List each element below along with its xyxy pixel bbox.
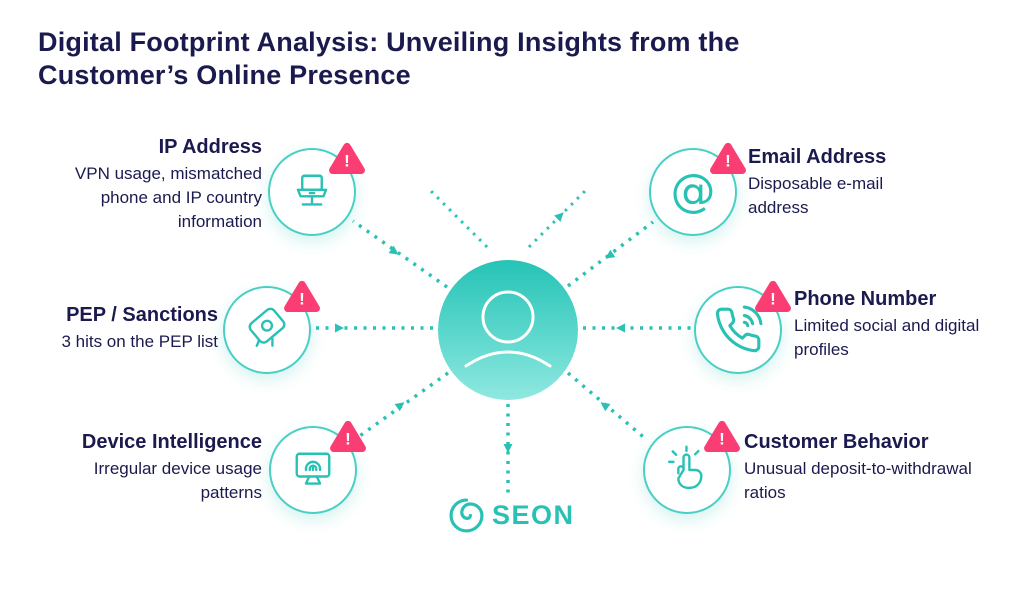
at-sign-icon: @ — [670, 163, 716, 217]
arrow-down — [503, 444, 513, 453]
alert-badge-symbol: ! — [344, 152, 350, 171]
connector-ip — [351, 219, 449, 289]
alert-badge-icon: ! — [330, 420, 366, 453]
arrow-phone — [616, 323, 625, 333]
arrow-ip — [388, 245, 399, 255]
connector-customer — [566, 371, 649, 442]
node-circle-ip-address: ! — [268, 142, 365, 236]
text-block-pep-sanctions: PEP / Sanctions 3 hits on the PEP list — [18, 302, 218, 354]
seon-logo-text: SEON — [492, 500, 575, 530]
text-block-ip-address: IP Address VPN usage, mismatched phone a… — [62, 134, 262, 234]
alert-badge-icon: ! — [755, 280, 791, 313]
node-circle-device-intelligence: ! — [269, 420, 366, 514]
text-block-customer-behavior: Customer Behavior Unusual deposit-to-wit… — [744, 429, 974, 505]
ray-top-left — [427, 187, 489, 249]
arrow-email — [605, 249, 616, 259]
text-block-email-address: Email Address Disposable e-mail address — [748, 144, 938, 220]
alert-badge-icon: ! — [284, 280, 320, 313]
node-desc-ip-address: VPN usage, mismatched phone and IP count… — [74, 164, 262, 231]
alert-badge-symbol: ! — [770, 290, 776, 309]
alert-badge-icon: ! — [710, 142, 746, 175]
text-block-phone-number: Phone Number Limited social and digital … — [794, 286, 994, 362]
node-desc-device-intelligence: Irregular device usage patterns — [93, 459, 262, 502]
alert-badge-symbol: ! — [719, 430, 725, 449]
text-block-device-intelligence: Device Intelligence Irregular device usa… — [42, 429, 262, 505]
node-circle-email-address: @ ! — [649, 142, 746, 236]
node-circle-customer-behavior: ! — [643, 420, 740, 514]
monitor-fingerprint-icon — [295, 452, 331, 485]
page-title: Digital Footprint Analysis: Unveiling In… — [38, 26, 818, 92]
node-title-pep-sanctions: PEP / Sanctions — [66, 304, 218, 326]
alert-badge-symbol: ! — [725, 152, 731, 171]
connector-device — [352, 371, 450, 442]
arrow-device — [394, 402, 405, 412]
node-desc-customer-behavior: Unusual deposit-to-withdrawal ratios — [744, 459, 972, 502]
page-title-line2: Customer’s Online Presence — [38, 60, 411, 91]
connector-email — [566, 220, 655, 288]
page-title-line1: Digital Footprint Analysis: Unveiling In… — [38, 27, 740, 57]
stamp-icon — [248, 307, 286, 347]
node-desc-phone-number: Limited social and digital profiles — [794, 316, 980, 359]
alert-badge-icon: ! — [704, 420, 740, 453]
arrow-pep — [335, 323, 344, 333]
node-title-email-address: Email Address — [748, 146, 887, 168]
node-desc-email-address: Disposable e-mail address — [748, 174, 884, 217]
node-circle-pep-sanctions: ! — [223, 280, 320, 374]
alert-badge-icon: ! — [329, 142, 365, 175]
ray-top-right — [527, 187, 589, 249]
node-title-customer-behavior: Customer Behavior — [744, 431, 929, 453]
alert-badge-symbol: ! — [299, 290, 305, 309]
laptop-icon — [296, 174, 328, 206]
node-title-phone-number: Phone Number — [794, 288, 937, 310]
person-icon — [464, 290, 552, 368]
node-title-ip-address: IP Address — [158, 136, 262, 158]
phone-icon — [715, 305, 763, 353]
node-circle-phone-number: ! — [694, 280, 791, 374]
arrow-customer — [600, 402, 611, 412]
click-hand-icon — [667, 445, 703, 489]
arrow-ray-top-right — [554, 212, 564, 222]
central-customer-circle — [438, 260, 578, 400]
seon-logo: SEON — [448, 497, 575, 534]
seon-spiral-icon — [449, 498, 484, 533]
alert-badge-symbol: ! — [345, 430, 351, 449]
node-desc-pep-sanctions: 3 hits on the PEP list — [61, 332, 218, 351]
node-title-device-intelligence: Device Intelligence — [81, 431, 262, 453]
